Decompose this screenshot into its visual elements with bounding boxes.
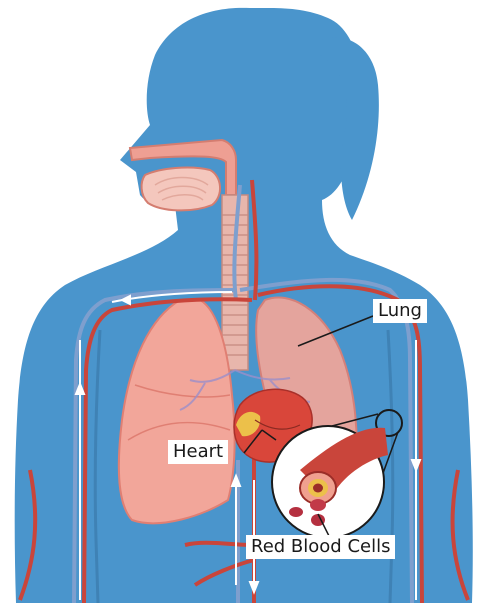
red-blood-cells-label: Red Blood Cells — [246, 535, 396, 559]
flow-arrows — [74, 291, 422, 600]
heart-label: Heart — [168, 440, 229, 464]
heart-leader-line-2 — [261, 429, 277, 441]
lung-label: Lung — [373, 299, 427, 323]
heart-leader-line — [243, 429, 263, 454]
red-blood-cell — [310, 499, 326, 511]
bronchi — [179, 369, 311, 411]
lung-leader-line — [297, 315, 374, 347]
red-blood-cell — [289, 507, 303, 517]
airway-head — [128, 138, 237, 212]
rbc-leader-line — [317, 513, 331, 539]
red-blood-cell — [311, 514, 325, 526]
small-zoom-circle — [375, 409, 403, 437]
magnified-blood-vessel — [271, 425, 388, 539]
